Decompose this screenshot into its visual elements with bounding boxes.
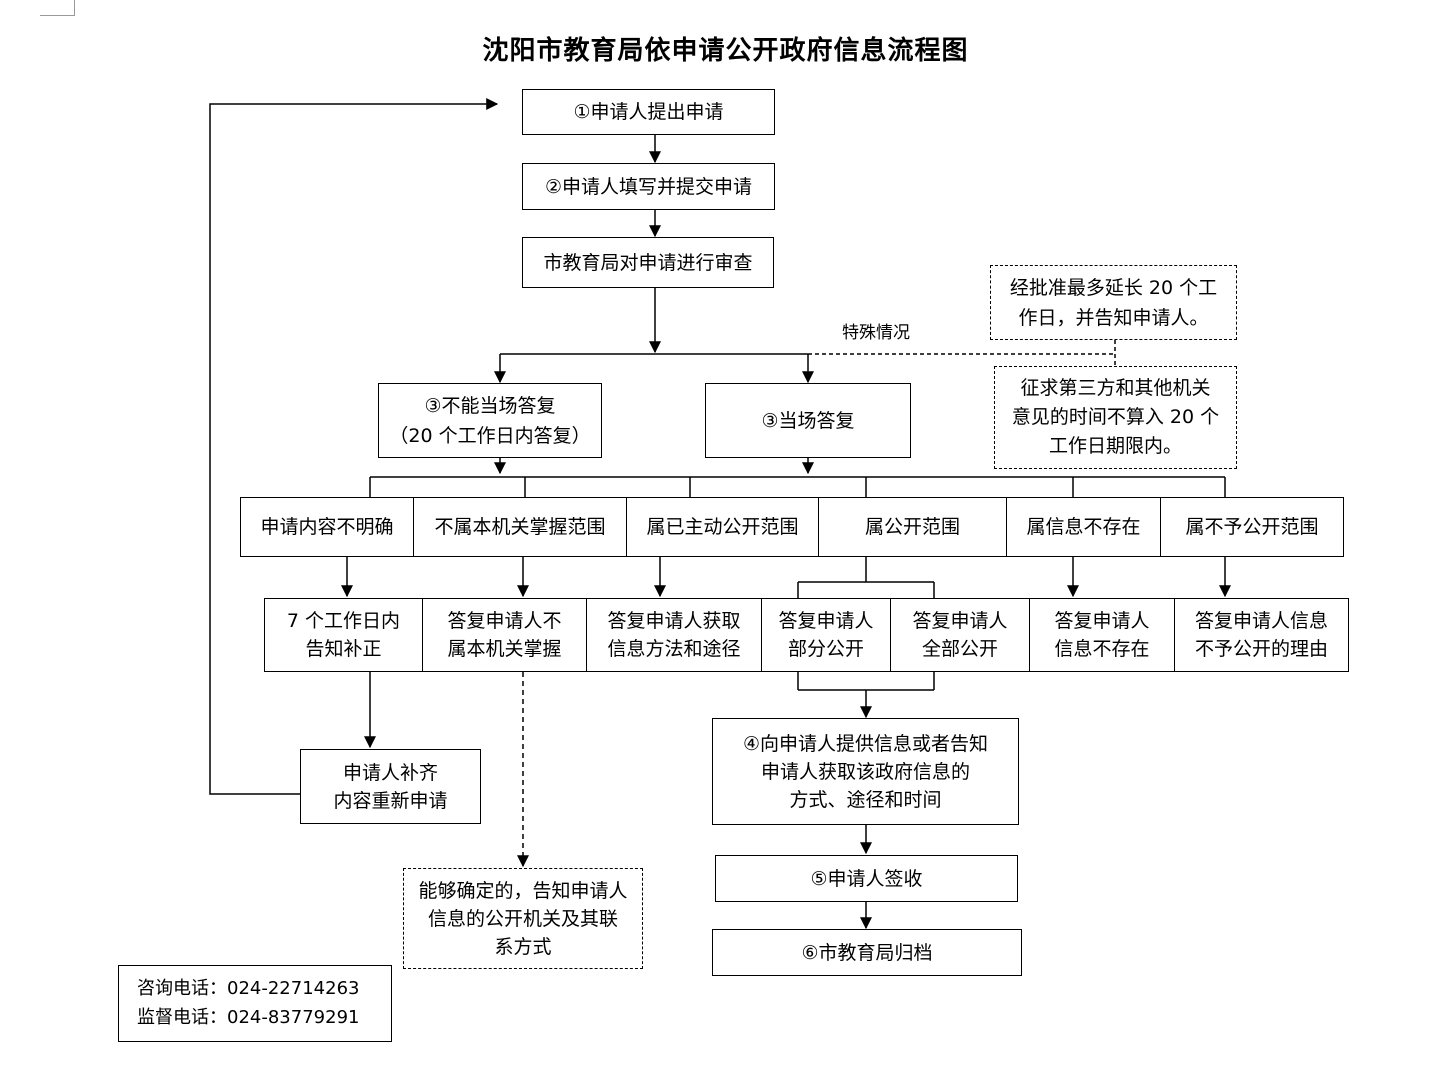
special-case-label: 特殊情况 bbox=[842, 323, 910, 343]
extension-note: 经批准最多延长 20 个工 作日，并告知申请人。 bbox=[990, 265, 1237, 340]
consult-phone: 咨询电话：024-22714263 bbox=[137, 978, 360, 999]
reply-not-disclosed-reason: 答复申请人信息 不予公开的理由 bbox=[1174, 598, 1349, 672]
step-sign-receipt: ⑤申请人签收 bbox=[715, 855, 1018, 902]
supplement-request: 申请人补齐 内容重新申请 bbox=[300, 749, 481, 824]
reply-partial-public: 答复申请人 部分公开 bbox=[761, 598, 891, 672]
category-not-disclosed: 属不予公开范围 bbox=[1160, 497, 1344, 557]
inform-other-agency: 能够确定的，告知申请人 信息的公开机关及其联 系方式 bbox=[403, 868, 643, 969]
reply-not-immediate: ③不能当场答复 （20 个工作日内答复） bbox=[378, 383, 602, 458]
category-not-exist: 属信息不存在 bbox=[1006, 497, 1161, 557]
reply-full-public: 答复申请人 全部公开 bbox=[890, 598, 1030, 672]
reply-method: 答复申请人获取 信息方法和途径 bbox=[586, 598, 762, 672]
step-provide-info: ④向申请人提供信息或者告知 申请人获取该政府信息的 方式、途径和时间 bbox=[712, 718, 1019, 825]
reply-correction: 7 个工作日内 告知补正 bbox=[264, 598, 423, 672]
category-already-public: 属已主动公开范围 bbox=[626, 497, 819, 557]
step-archive: ⑥市教育局归档 bbox=[712, 929, 1022, 976]
supervise-phone: 监督电话：024-83779291 bbox=[137, 1007, 360, 1028]
step-submit-request: ①申请人提出申请 bbox=[522, 89, 775, 135]
category-public: 属公开范围 bbox=[818, 497, 1007, 557]
step-fill-submit: ②申请人填写并提交申请 bbox=[522, 163, 775, 210]
loop-back-arrow bbox=[209, 98, 499, 795]
category-not-this-agency: 不属本机关掌握范围 bbox=[413, 497, 627, 557]
third-party-note: 征求第三方和其他机关 意见的时间不算入 20 个 工作日期限内。 bbox=[994, 366, 1237, 469]
reply-not-exist: 答复申请人 信息不存在 bbox=[1029, 598, 1175, 672]
contact-box: 咨询电话：024-22714263 监督电话：024-83779291 bbox=[118, 965, 392, 1042]
category-unclear: 申请内容不明确 bbox=[240, 497, 414, 557]
reply-immediate: ③当场答复 bbox=[705, 383, 911, 458]
step-review: 市教育局对申请进行审查 bbox=[522, 237, 774, 288]
page-corner-mark bbox=[40, 0, 75, 16]
reply-not-this-agency: 答复申请人不 属本机关掌握 bbox=[422, 598, 587, 672]
page-title: 沈阳市教育局依申请公开政府信息流程图 bbox=[482, 36, 969, 66]
